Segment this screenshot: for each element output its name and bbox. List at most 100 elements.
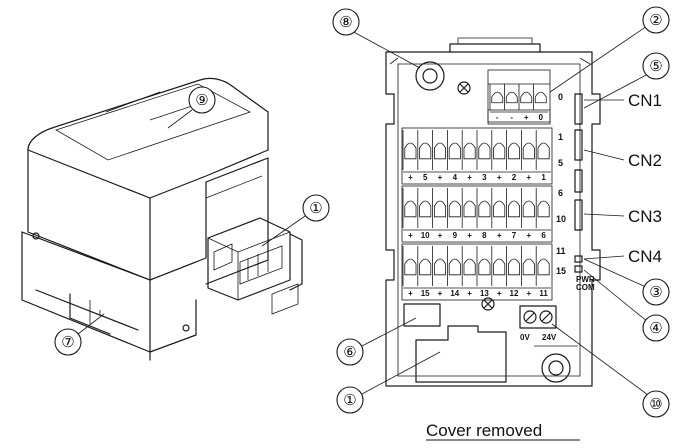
terminal-screw [507,142,521,160]
terminal-screw [448,258,461,276]
svg-text:②: ② [649,12,662,29]
cn1-label: CN1 [628,91,662,110]
terminal-label: 15 [421,289,430,298]
terminal-screw [419,142,432,160]
com-label: COM [576,283,595,292]
terminal-label: 8 [482,231,487,240]
terminal-screw [448,142,461,160]
screw-icon [32,232,40,240]
terminal-screw [493,258,506,276]
terminal-label: 0 [539,113,544,122]
channel-number: 11 [556,246,566,256]
terminal-label: + [526,231,531,240]
terminal-screw [522,200,535,218]
terminal-screw [433,142,447,160]
terminal-screw [448,200,461,218]
terminal-label: 2 [512,173,517,182]
callout-8: ⑧ [332,8,360,36]
svg-text:③: ③ [649,284,662,301]
terminal-screw [404,258,417,276]
terminal-label: 4 [453,173,458,182]
terminal-label: + [467,173,472,182]
terminal-label: + [438,289,443,298]
channel-number: 1 [558,132,563,142]
terminal-label: + [497,173,502,182]
terminal-screw [537,258,550,276]
channel-number: 0 [558,92,563,102]
channel-number: 10 [556,214,566,224]
terminal-label: 13 [480,289,489,298]
terminal-label: + [438,173,443,182]
terminal-label: 3 [482,173,487,182]
terminal-label: + [408,231,413,240]
terminal-screw [463,200,476,218]
power-0v-label: 0V [520,333,530,342]
callout-6: ⑥ [336,338,364,366]
terminal-label: + [526,289,531,298]
svg-text:⑦: ⑦ [61,334,74,351]
terminal-label: 5 [423,173,428,182]
terminal-label: 12 [510,289,519,298]
terminal-screw [534,91,547,104]
terminal-screw [478,142,491,160]
svg-text:①: ① [343,392,356,409]
callout-5: ⑤ [642,52,670,80]
channel-number: 6 [558,188,563,198]
terminal-label: 11 [539,289,548,298]
cn2-connector [574,129,583,161]
terminal-label: - [510,113,513,122]
svg-text:⑨: ⑨ [195,92,208,109]
mounting-hole-icon [415,61,445,91]
terminal-screw [507,200,521,218]
terminal-screw [520,91,533,104]
terminal-screw [522,142,535,160]
terminal-screw [478,258,491,276]
cn2b-connector [574,169,583,193]
callout-9: ⑨ [188,86,216,114]
cn4-connector [574,255,583,263]
power-24v-label: 24V [542,333,557,342]
terminal-label: 10 [421,231,430,240]
callout-1a: ① [302,194,330,222]
device-isometric-view [21,77,303,361]
terminal-label: + [524,113,529,122]
callout-10: ⑩ [642,390,670,418]
callout-1b: ① [336,386,364,414]
com-connector [574,265,583,273]
terminal-screw [404,142,417,160]
terminal-screw [478,200,491,218]
terminal-label: + [408,173,413,182]
cn4-label: CN4 [628,247,662,266]
terminal-label: + [497,231,502,240]
terminal-label: 14 [450,289,459,298]
terminal-label: 9 [453,231,458,240]
terminal-screw [505,91,518,104]
terminal-label: + [526,173,531,182]
terminal-screw [433,200,447,218]
terminal-screw [507,258,521,276]
terminal-screw [537,200,550,218]
terminal-screw [433,258,447,276]
dip-switch [403,303,441,327]
terminal-label: + [467,231,472,240]
terminal-label: 1 [541,173,546,182]
callout-7: ⑦ [54,328,82,356]
terminal-label: 7 [512,231,517,240]
terminal-screw [463,142,476,160]
callout-2: ② [642,6,670,34]
caption: Cover removed [426,421,542,440]
svg-text:⑩: ⑩ [649,396,662,413]
terminal-label: + [438,231,443,240]
channel-number: 15 [556,266,566,276]
callout-3: ③ [642,278,670,306]
terminal-screw [419,200,432,218]
terminal-label: + [408,289,413,298]
svg-text:④: ④ [649,320,662,337]
svg-text:①: ① [309,200,322,217]
terminal-screw [404,200,417,218]
terminal-label: + [467,289,472,298]
svg-text:⑧: ⑧ [339,14,352,31]
terminal-label: 6 [541,231,546,240]
channel-number: 5 [558,158,563,168]
